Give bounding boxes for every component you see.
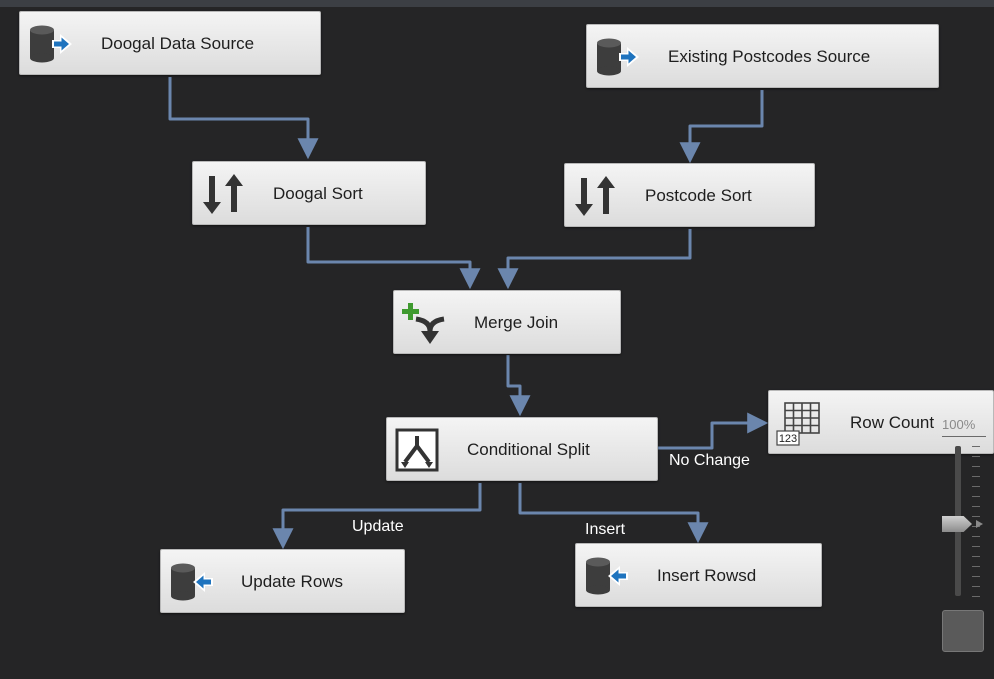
connector-split-to-row-count[interactable]	[658, 412, 769, 450]
connector-existing-source-to-postcode-sort[interactable]	[679, 90, 764, 164]
doogal-data-source-label: Doogal Data Source	[101, 34, 255, 53]
postcode-sort-label: Postcode Sort	[645, 186, 752, 205]
update-rows-node[interactable]: Update Rows	[160, 549, 405, 613]
database-destination-icon	[586, 557, 628, 595]
insert-rows-node[interactable]: Insert Rowsd	[575, 543, 822, 607]
doogal-sort-label: Doogal Sort	[273, 184, 363, 203]
update-rows-label: Update Rows	[241, 572, 344, 591]
conditional-split-icon	[395, 428, 439, 472]
database-source-icon	[30, 25, 72, 63]
zoom-pointer-icon	[976, 520, 983, 528]
database-source-icon	[597, 38, 639, 76]
row-count-label: Row Count	[850, 413, 935, 432]
conditional-split-node[interactable]: Conditional Split	[386, 417, 658, 481]
sort-icon	[575, 176, 615, 216]
zoom-divider	[942, 436, 986, 437]
database-destination-icon	[171, 563, 213, 601]
connector-merge-join-to-conditional-split[interactable]	[506, 355, 531, 417]
path-label-update[interactable]: Update	[352, 518, 404, 535]
existing-postcodes-source-label: Existing Postcodes Source	[668, 47, 871, 66]
doogal-data-source-node[interactable]: Doogal Data Source	[19, 11, 321, 75]
connector-split-to-insert-rows[interactable]	[518, 483, 709, 544]
row-count-icon: 123	[776, 402, 820, 446]
doogal-sort-node[interactable]: Doogal Sort	[192, 161, 426, 225]
merge-join-label: Merge Join	[474, 313, 559, 332]
connector-doogal-source-to-doogal-sort[interactable]	[168, 77, 319, 160]
zoom-to-fit-button[interactable]	[942, 610, 984, 652]
top-edge-bar	[0, 0, 994, 7]
insert-rows-label: Insert Rowsd	[657, 566, 757, 585]
conditional-split-label: Conditional Split	[467, 440, 590, 459]
row-count-icon-text: 123	[779, 433, 797, 445]
path-label-no-change[interactable]: No Change	[669, 452, 750, 469]
sort-icon	[203, 174, 243, 214]
merge-join-node[interactable]: Merge Join	[393, 290, 621, 354]
existing-postcodes-source-node[interactable]: Existing Postcodes Source	[586, 24, 939, 88]
zoom-slider-thumb[interactable]	[942, 516, 972, 532]
merge-join-icon	[402, 303, 445, 344]
zoom-percent-label: 100%	[942, 417, 976, 432]
row-count-node[interactable]: 123 Row Count	[768, 390, 994, 454]
connector-split-to-update-rows[interactable]	[272, 483, 482, 550]
path-label-insert[interactable]: Insert	[585, 521, 626, 538]
postcode-sort-node[interactable]: Postcode Sort	[564, 163, 815, 227]
connector-doogal-sort-to-merge-join[interactable]	[306, 227, 481, 290]
connector-postcode-sort-to-merge-join[interactable]	[497, 229, 692, 290]
